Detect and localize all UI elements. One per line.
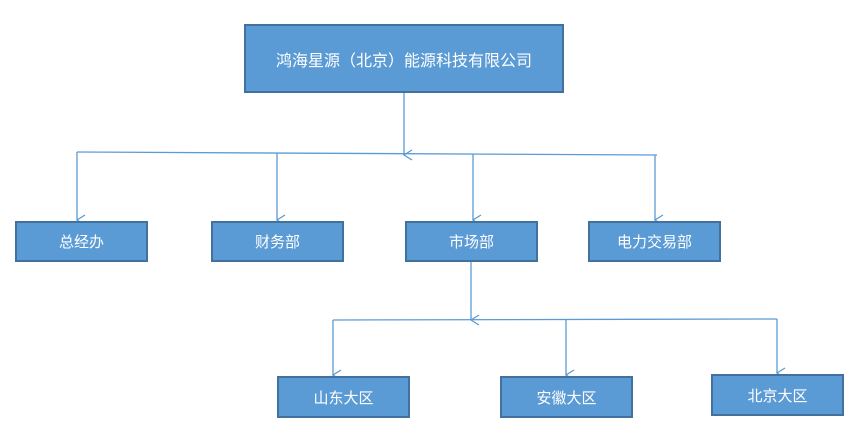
connector-region-bus <box>332 318 778 321</box>
org-root-node: 鸿海星源（北京）能源科技有限公司 <box>244 24 564 93</box>
dept-node-dianlijiaoyibu: 电力交易部 <box>588 221 721 262</box>
dept-node-caiwubu: 财务部 <box>211 221 344 262</box>
dept-node-shichangbu: 市场部 <box>405 221 538 262</box>
connector-dept-bus <box>76 151 658 156</box>
region-node-anhui: 安徽大区 <box>500 376 633 418</box>
region-node-shandong: 山东大区 <box>277 376 410 418</box>
dept-node-zongjingban: 总经办 <box>15 221 148 262</box>
region-node-beijing: 北京大区 <box>711 374 844 416</box>
